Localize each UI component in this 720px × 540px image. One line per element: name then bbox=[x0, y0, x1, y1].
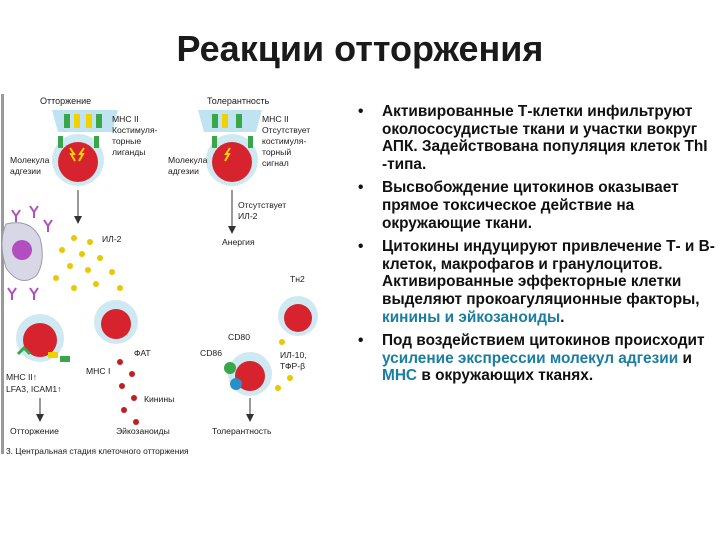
bullet-highlight: кинины и эйкозаноиды bbox=[382, 308, 561, 326]
figure-side-bar bbox=[1, 94, 4, 454]
bullet-text: . bbox=[560, 308, 565, 326]
mediator-dots bbox=[117, 359, 139, 425]
bullet-item: • Высвобождение цитокинов оказывает прям… bbox=[358, 179, 718, 232]
label-costim-left-1: Костимуля- bbox=[112, 125, 158, 135]
label-il2: ИЛ-2 bbox=[102, 234, 122, 244]
label-il10-1: ИЛ-10, bbox=[280, 350, 307, 360]
label-costim-left-3: лиганды bbox=[112, 147, 145, 157]
bullet-item: • Цитокины индуцируют привлечение Т- и В… bbox=[358, 238, 718, 326]
label-costim-left-2: торные bbox=[112, 136, 141, 146]
bullet-highlight: МНС bbox=[382, 367, 418, 385]
label-th2: Тн2 bbox=[290, 274, 305, 284]
slide-title: Реакции отторжения bbox=[176, 28, 544, 69]
bullet-list: • Активированные Т-клетки инфильтруют ок… bbox=[358, 103, 718, 391]
bullet-text: Под воздействием цитокинов происходит bbox=[382, 332, 705, 350]
label-cd86: CD86 bbox=[200, 348, 222, 358]
header-rejection: Отторжение bbox=[40, 96, 91, 106]
label-adhesion-right-1: Молекула bbox=[168, 155, 208, 165]
label-absent-costim-2: костимуля- bbox=[262, 136, 306, 146]
label-tolerance-bottom: Толерантность bbox=[212, 426, 272, 436]
label-mhc2-right: МНС II bbox=[262, 114, 289, 124]
apc-tcell-tolerance bbox=[198, 110, 262, 186]
label-mhc2-up: МНС II↑ bbox=[6, 372, 37, 382]
header-tolerance: Толерантность bbox=[207, 96, 270, 106]
bullet-marker: • bbox=[358, 103, 364, 120]
bullet-marker: • bbox=[358, 179, 364, 197]
label-adhesion-right-2: адгезии bbox=[168, 166, 199, 176]
label-absent-costim-1: Отсутствует bbox=[262, 125, 310, 135]
label-absent-il2-2: ИЛ-2 bbox=[238, 211, 258, 221]
label-cd80: CD80 bbox=[228, 332, 250, 342]
apc-tcell-rejection bbox=[52, 110, 118, 186]
label-adhesion-left-1: Молекула bbox=[10, 155, 50, 165]
bullet-text: и bbox=[678, 349, 692, 367]
label-absent-il2-1: Отсутствует bbox=[238, 200, 286, 210]
label-mhc2-left: МНС II bbox=[112, 114, 139, 124]
bullet-text: Активированные Т-клетки инфильтруют окол… bbox=[382, 103, 708, 173]
label-adhesion-left-2: адгезии bbox=[10, 166, 41, 176]
label-kinins: Кинины bbox=[144, 394, 174, 404]
label-il10-2: ТФР-β bbox=[280, 361, 305, 371]
label-rejection-bottom: Отторжение bbox=[10, 426, 59, 436]
rejection-diagram: Отторжение Толерантность МНС II Костимул… bbox=[0, 92, 336, 468]
bullet-marker: • bbox=[358, 332, 364, 350]
label-fat: ФАТ bbox=[134, 348, 151, 358]
effector-cell-right bbox=[94, 300, 138, 344]
label-eicosanoids: Эйкозаноиды bbox=[116, 426, 170, 436]
figure-caption: 3. Центральная стадия клеточного отторже… bbox=[6, 446, 189, 456]
bullet-item: • Под воздействием цитокинов происходит … bbox=[358, 332, 718, 385]
label-lfa3: LFA3, ICAM1↑ bbox=[6, 384, 61, 394]
bullet-marker: • bbox=[358, 238, 364, 256]
bullet-highlight: усиление экспрессии молекул адгезии bbox=[382, 349, 679, 367]
label-absent-costim-4: сигнал bbox=[262, 158, 289, 168]
bullet-text: Цитокины индуцируют привлечение Т- и В-к… bbox=[382, 238, 715, 308]
label-anergy: Анергия bbox=[222, 237, 255, 247]
tolerance-cell bbox=[224, 352, 272, 396]
label-absent-costim-3: торный bbox=[262, 147, 291, 157]
th2-cell bbox=[278, 296, 318, 336]
il2-dots bbox=[53, 235, 123, 291]
effector-cell-left bbox=[16, 314, 70, 362]
bullet-text: в окружающих тканях. bbox=[417, 367, 594, 385]
il10-dots bbox=[275, 339, 293, 391]
bullet-text: Высвобождение цитокинов оказывает прямое… bbox=[382, 179, 679, 232]
bullet-item: • Активированные Т-клетки инфильтруют ок… bbox=[358, 103, 718, 173]
label-mhc1: МНС I bbox=[86, 366, 110, 376]
purple-cell bbox=[1, 205, 53, 300]
